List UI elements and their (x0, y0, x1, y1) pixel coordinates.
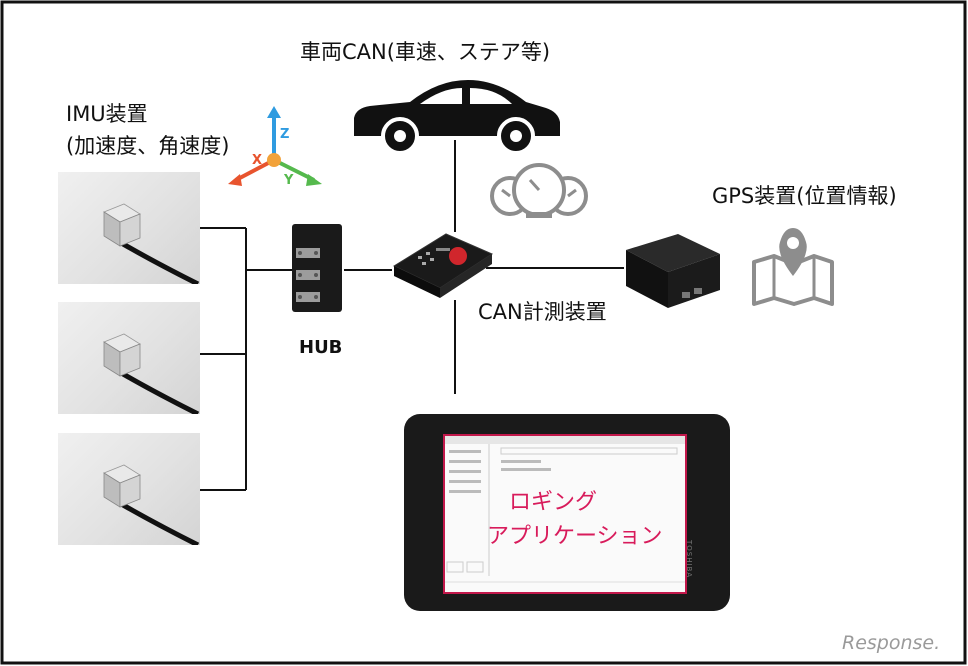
imu-sensor-illustration (103, 203, 200, 287)
imu-sensor-photo (58, 433, 200, 548)
imu-label: IMU装置 (加速度、角速度) (66, 98, 229, 162)
imu-sensor-photo (58, 302, 200, 417)
app-ui-details (445, 436, 685, 583)
vehicle-can-label: 車両CAN(車速、ステア等) (300, 40, 551, 64)
tablet-brand: TOSHIBA (685, 540, 693, 579)
imu-label-line1: IMU装置 (66, 102, 148, 126)
can-measure-label: CAN計測装置 (478, 300, 607, 324)
axis-x-label: X (252, 153, 262, 168)
imu-sensor-illustration (103, 333, 200, 417)
imu-sensor-illustration (103, 464, 200, 548)
car-icon (354, 80, 560, 155)
watermark: Response. (842, 632, 941, 654)
hub-device (292, 224, 342, 312)
can-measuring-device (392, 233, 494, 298)
gauges-icon (490, 163, 588, 218)
map-pin-icon (752, 228, 834, 306)
logging-app-screen (443, 434, 687, 594)
xyz-axes-icon: Z X Y (228, 106, 322, 188)
gps-device (626, 234, 720, 308)
logging-app-title-line1: ロギング (509, 490, 598, 515)
logging-app-title-line2: アプリケーション (487, 524, 663, 549)
axis-z-label: Z (280, 127, 289, 142)
logging-app-title: ロギング アプリケーション (487, 486, 663, 554)
axis-y-label: Y (283, 173, 294, 188)
hub-label: HUB (299, 337, 343, 358)
imu-sensor-photo (58, 172, 200, 287)
gps-label: GPS装置(位置情報) (712, 184, 897, 208)
imu-label-line2: (加速度、角速度) (66, 134, 230, 158)
